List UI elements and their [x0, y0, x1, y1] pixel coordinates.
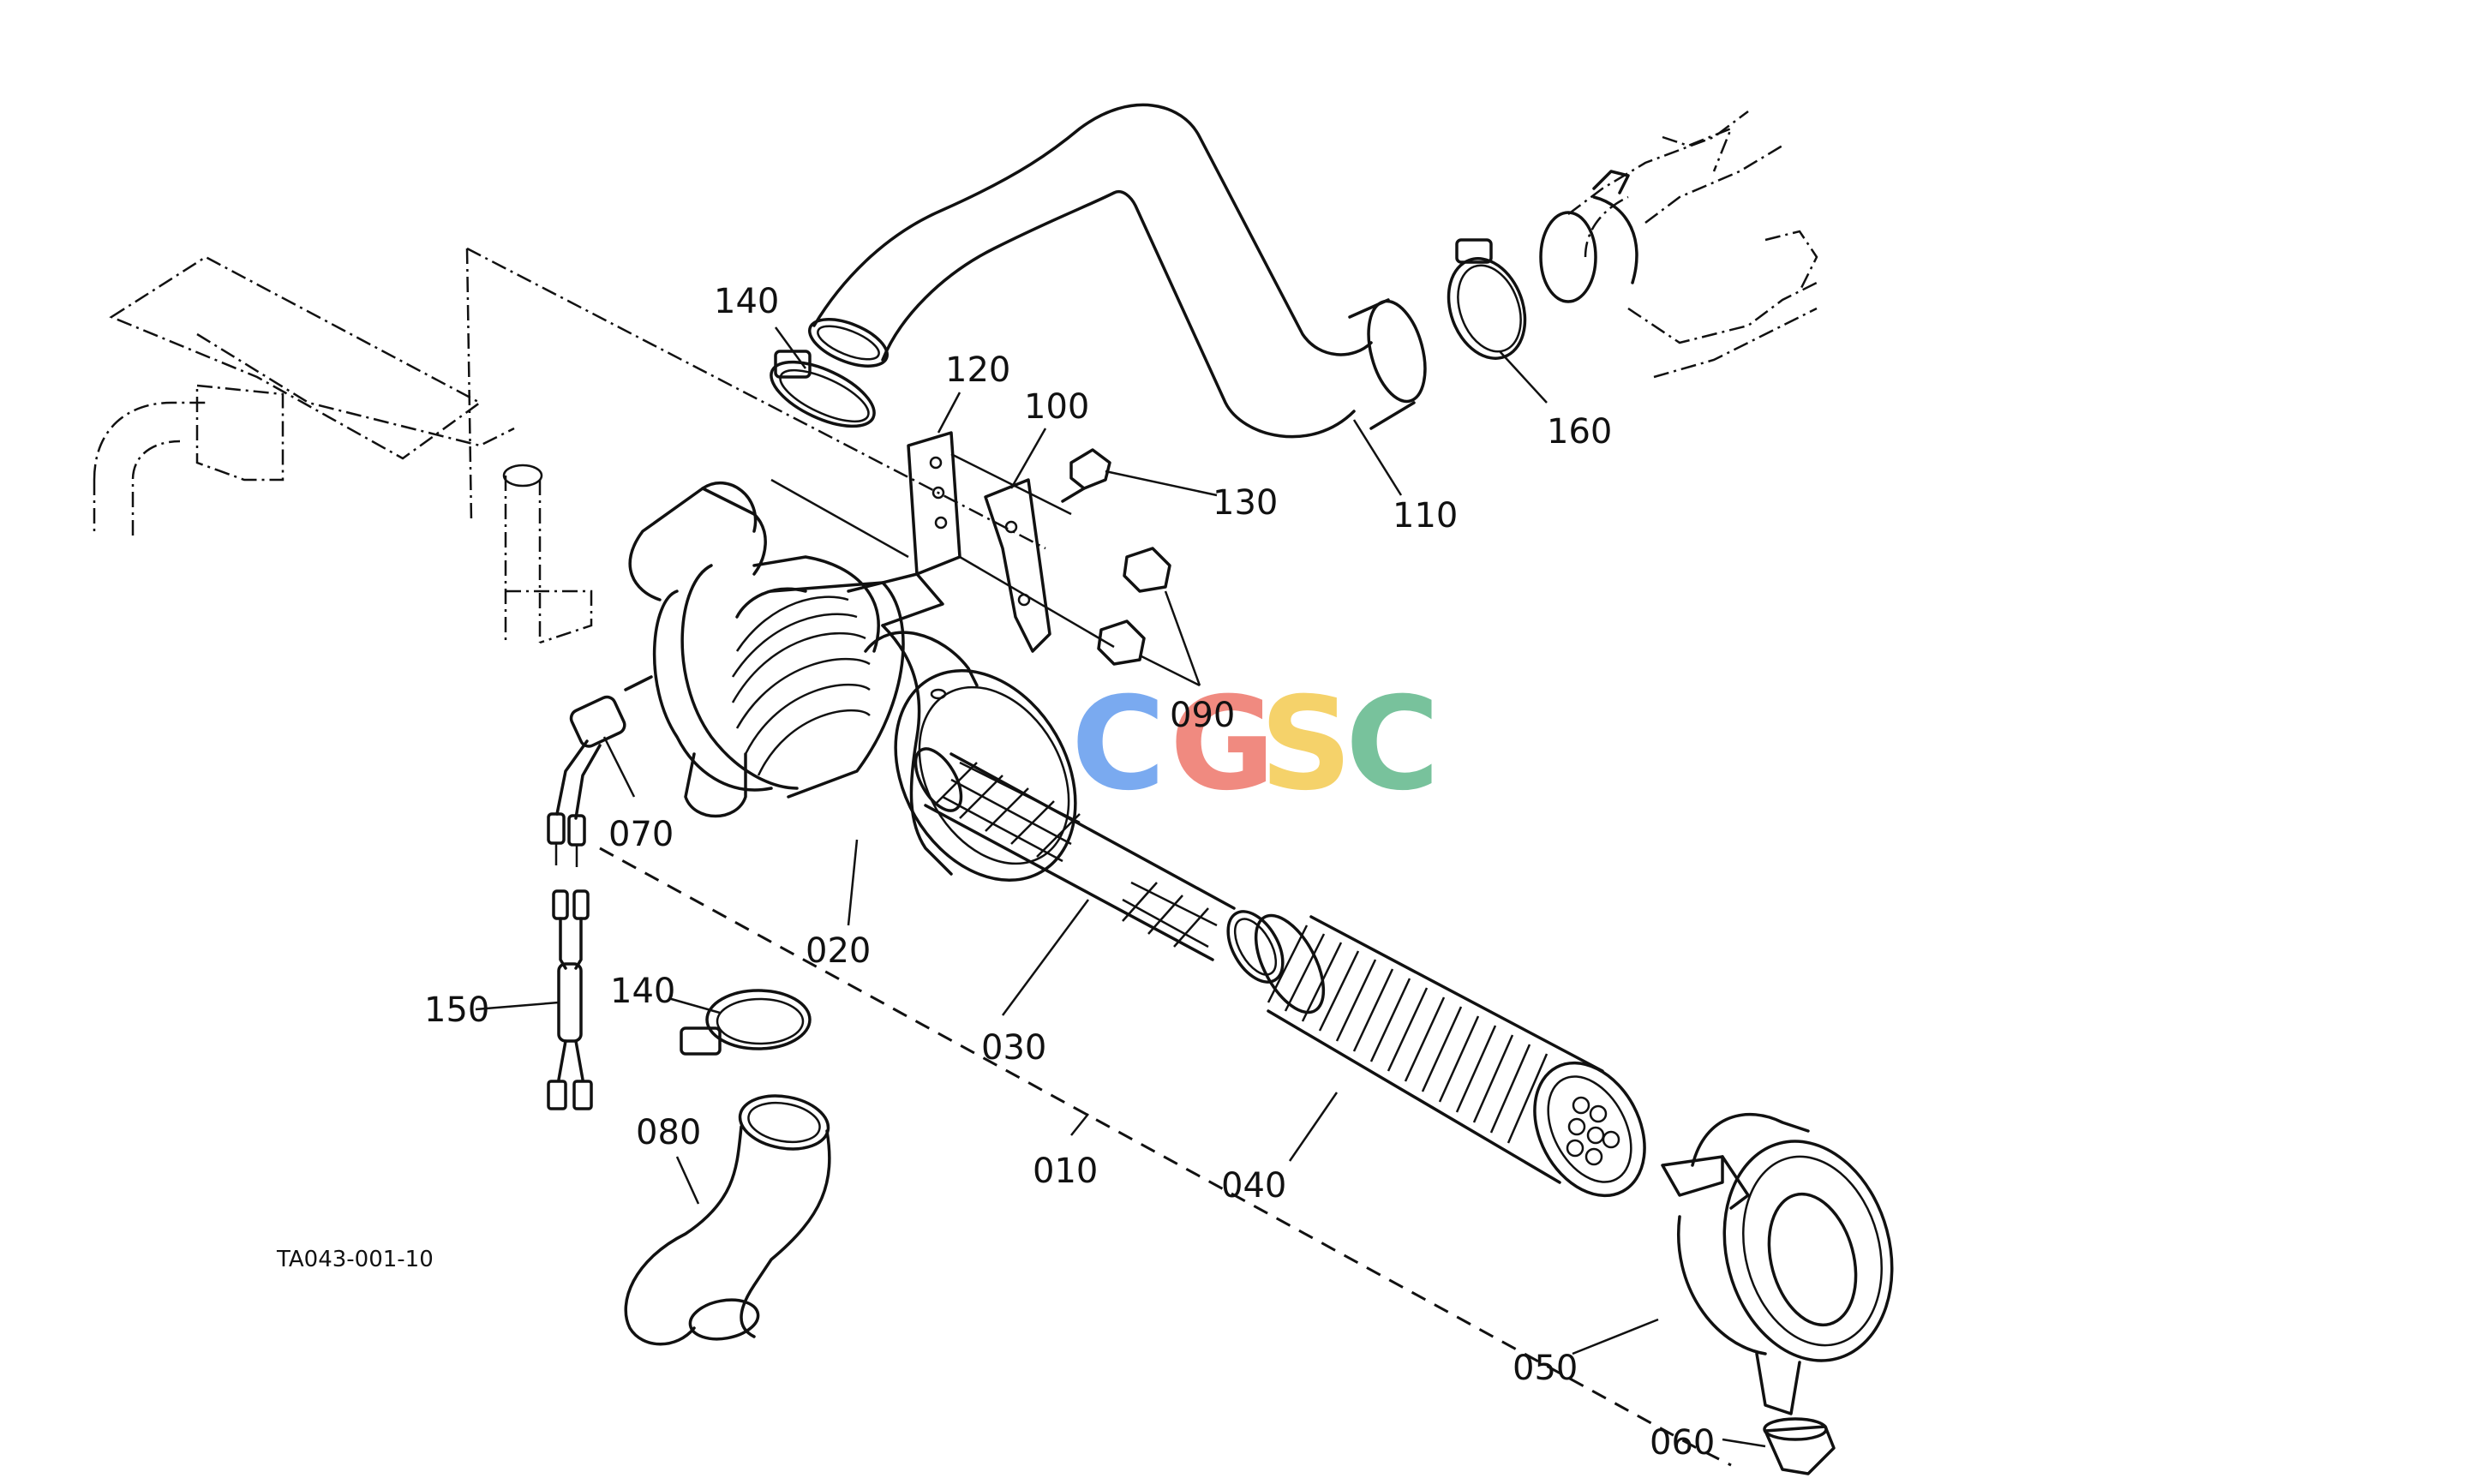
- label-050: 050: [1513, 1349, 1578, 1388]
- diagram-reference-code: TA043-001-10: [276, 1247, 434, 1272]
- label-080: 080: [636, 1113, 701, 1152]
- watermark-letter: S: [1260, 670, 1352, 819]
- mounting-frame: [93, 247, 1046, 644]
- watermark-letter: C: [1071, 670, 1165, 819]
- label-070: 070: [608, 815, 674, 854]
- label-160: 160: [1547, 412, 1612, 452]
- air-cleaner-body-020: [628, 482, 1077, 882]
- label-130: 130: [1213, 483, 1278, 523]
- lower-hose-080: [624, 1094, 831, 1346]
- bracket-100: [984, 478, 1051, 653]
- label-040: 040: [1221, 1166, 1286, 1206]
- label-020: 020: [806, 931, 871, 971]
- hose-clamp-140-bottom: [680, 989, 812, 1056]
- label-150: 150: [424, 990, 489, 1030]
- hose-clamp-160: [1447, 238, 1527, 360]
- watermark-letter: G: [1170, 670, 1275, 819]
- assembly-lines: [770, 452, 1115, 649]
- watermark-letter: C: [1345, 670, 1440, 819]
- wire-harness-150: [547, 889, 593, 1110]
- dust-valve-060: [1763, 1417, 1836, 1475]
- leader-lines: [475, 326, 1766, 1448]
- safety-element-030: [914, 747, 1285, 984]
- label-110: 110: [1393, 496, 1458, 536]
- watermark: C G S C: [1071, 670, 1440, 819]
- label-100: 100: [1024, 387, 1089, 427]
- bolt-130: [1061, 448, 1111, 503]
- main-element-040: [1254, 913, 1646, 1198]
- label-090: 090: [1170, 696, 1235, 735]
- label-010: 010: [1033, 1152, 1098, 1191]
- label-140-top: 140: [714, 282, 779, 321]
- label-140-bottom: 140: [610, 972, 675, 1011]
- bolts-090: [1097, 547, 1171, 666]
- restriction-sensor-070: [547, 675, 653, 867]
- engine-intake-side: [1539, 111, 1818, 379]
- part-labels: 140 120 100 130 110 160 090 070 020 030 …: [276, 282, 1715, 1463]
- end-cap-050: [1661, 1112, 1894, 1415]
- label-060: 060: [1650, 1423, 1715, 1463]
- label-030: 030: [981, 1028, 1046, 1068]
- assembly-bracket-010: [599, 847, 1732, 1467]
- label-120: 120: [945, 350, 1010, 390]
- hose-clamp-140-top: [770, 350, 876, 428]
- upper-intake-hose: [807, 103, 1427, 439]
